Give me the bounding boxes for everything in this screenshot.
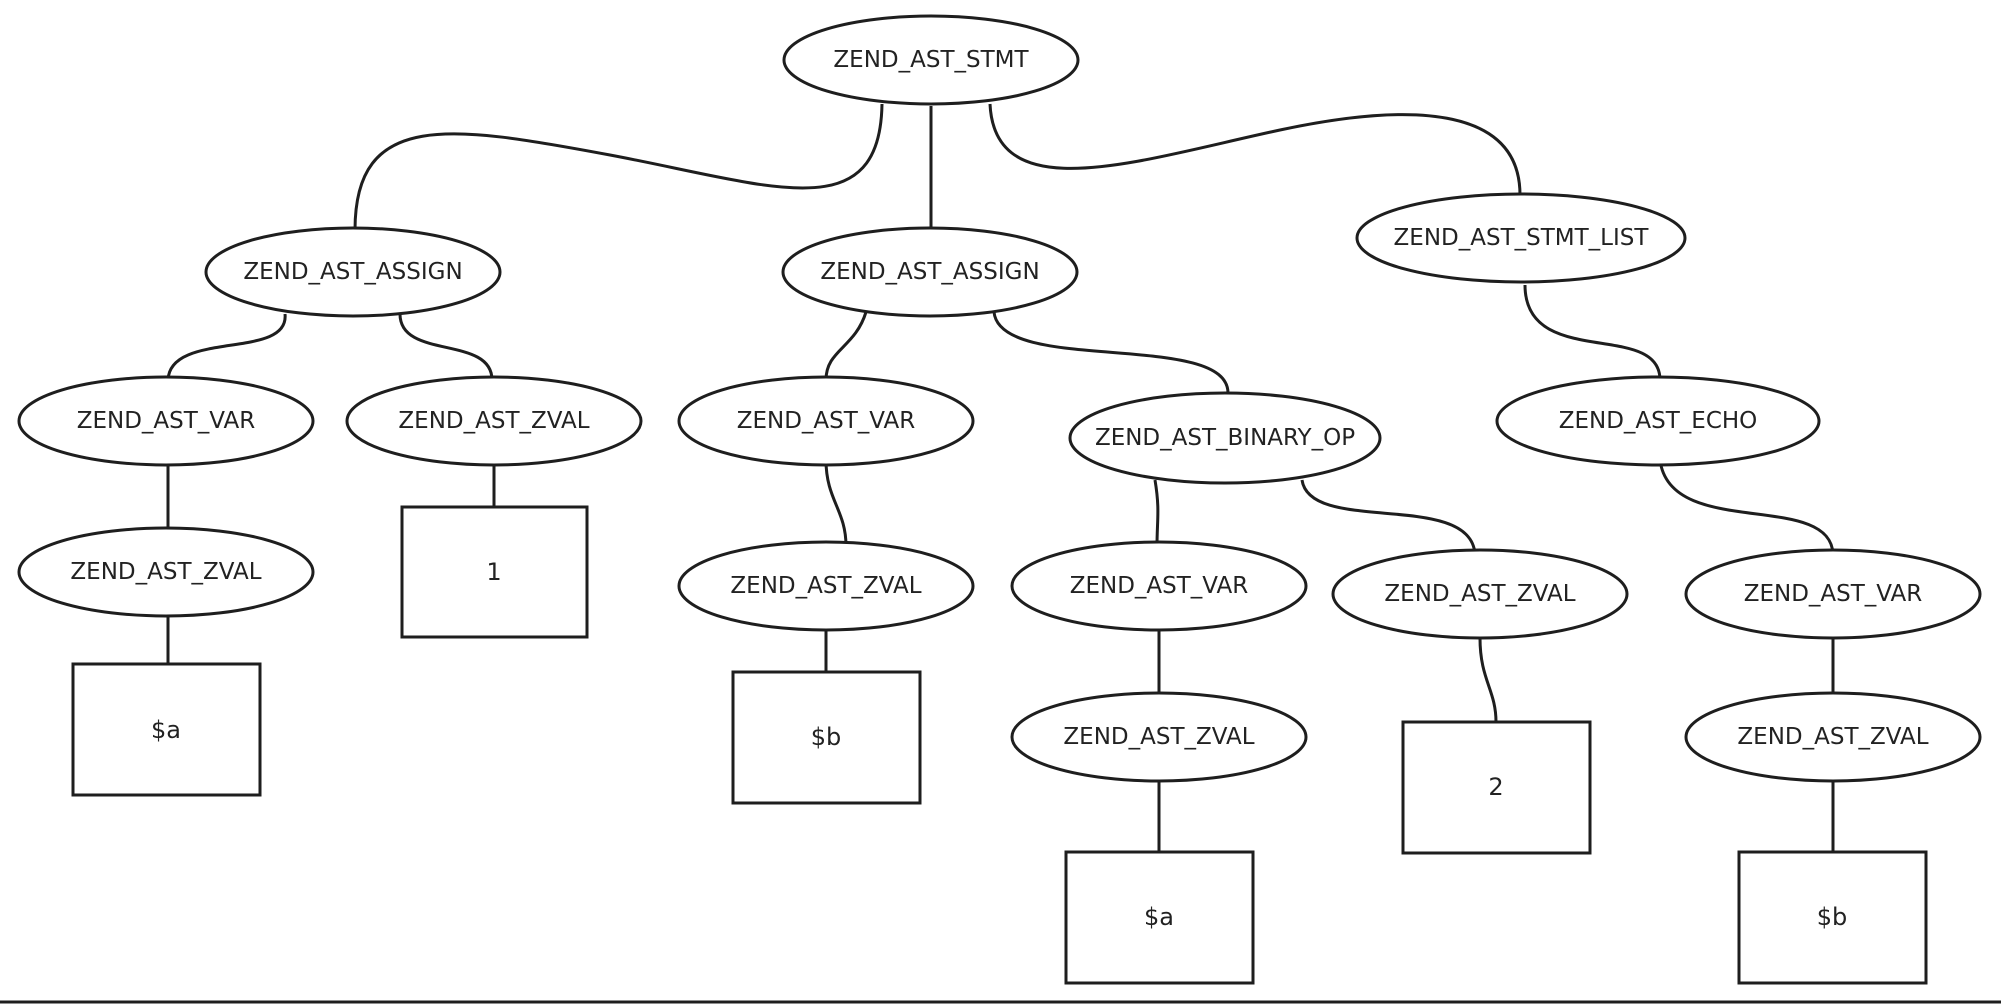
edges (166, 103, 1835, 852)
node-zval-var-3[interactable]: ZEND_AST_ZVAL (1010, 691, 1308, 783)
node-label: ZEND_AST_STMT_LIST (1394, 225, 1650, 251)
node-var-1[interactable]: ZEND_AST_VAR (17, 375, 315, 467)
node-echo[interactable]: ZEND_AST_ECHO (1495, 375, 1821, 467)
edge-assign-2-var-2 (824, 311, 868, 381)
node-stmt-list[interactable]: ZEND_AST_STMT_LIST (1355, 192, 1687, 284)
node-label: ZEND_AST_ZVAL (1063, 724, 1254, 750)
node-value-1[interactable]: 1 (400, 505, 589, 639)
node-zval-var-4[interactable]: ZEND_AST_ZVAL (1684, 691, 1982, 783)
leaf-label: $a (1144, 903, 1174, 931)
node-label: ZEND_AST_VAR (1744, 581, 1923, 607)
node-label: ZEND_AST_BINARY_OP (1095, 425, 1355, 451)
node-label: ZEND_AST_VAR (77, 408, 256, 434)
node-name-b-2[interactable]: $b (1737, 850, 1928, 985)
edge-var-2-zval-var-2 (824, 459, 848, 547)
node-zval-2[interactable]: ZEND_AST_ZVAL (1331, 548, 1629, 640)
node-label: ZEND_AST_ZVAL (1384, 581, 1575, 607)
node-zval-var-1[interactable]: ZEND_AST_ZVAL (17, 526, 315, 618)
edge-stmt-list-echo (1523, 284, 1662, 381)
node-name-a-1[interactable]: $a (71, 662, 262, 797)
edge-root-stmt-list (988, 103, 1522, 196)
leaf-label: $b (811, 723, 842, 751)
node-assign-2[interactable]: ZEND_AST_ASSIGN (781, 226, 1079, 318)
node-name-a-2[interactable]: $a (1064, 850, 1255, 985)
node-assign-1[interactable]: ZEND_AST_ASSIGN (204, 226, 502, 318)
node-value-2[interactable]: 2 (1401, 720, 1592, 855)
edge-echo-var-4 (1658, 459, 1835, 555)
edge-root-assign-1 (353, 103, 884, 231)
node-label: ZEND_AST_VAR (737, 408, 916, 434)
node-var-2[interactable]: ZEND_AST_VAR (677, 375, 975, 467)
leaf-label: $a (151, 716, 181, 744)
node-label: ZEND_AST_ZVAL (730, 573, 921, 599)
node-label: ZEND_AST_STMT (833, 47, 1029, 73)
node-label: ZEND_AST_ZVAL (1737, 724, 1928, 750)
node-label: ZEND_AST_ECHO (1559, 408, 1758, 434)
leaf-label: $b (1817, 903, 1848, 931)
edge-assign-2-binary-op (992, 311, 1230, 395)
node-label: ZEND_AST_ZVAL (70, 559, 261, 585)
edge-assign-1-zval-1 (398, 313, 494, 381)
node-var-4[interactable]: ZEND_AST_VAR (1684, 548, 1982, 640)
node-zval-var-2[interactable]: ZEND_AST_ZVAL (677, 540, 975, 632)
leaf-label: 1 (486, 558, 501, 586)
edge-zval-2-value-2 (1478, 637, 1498, 723)
leaf-label: 2 (1488, 773, 1503, 801)
node-label: ZEND_AST_ZVAL (398, 408, 589, 434)
edge-binary-op-var-3 (1153, 479, 1160, 547)
edge-binary-op-zval-2 (1300, 479, 1477, 555)
node-label: ZEND_AST_ASSIGN (820, 259, 1039, 285)
node-binary-op[interactable]: ZEND_AST_BINARY_OP (1068, 391, 1382, 485)
nodes: ZEND_AST_STMT ZEND_AST_ASSIGN ZEND_AST_A… (17, 14, 1982, 985)
node-label: ZEND_AST_ASSIGN (243, 259, 462, 285)
node-zval-1[interactable]: ZEND_AST_ZVAL (345, 375, 643, 467)
node-root[interactable]: ZEND_AST_STMT (782, 14, 1080, 106)
edge-assign-1-var-1 (166, 313, 287, 381)
node-var-3[interactable]: ZEND_AST_VAR (1010, 540, 1308, 632)
node-label: ZEND_AST_VAR (1070, 573, 1249, 599)
node-name-b-1[interactable]: $b (731, 670, 922, 805)
